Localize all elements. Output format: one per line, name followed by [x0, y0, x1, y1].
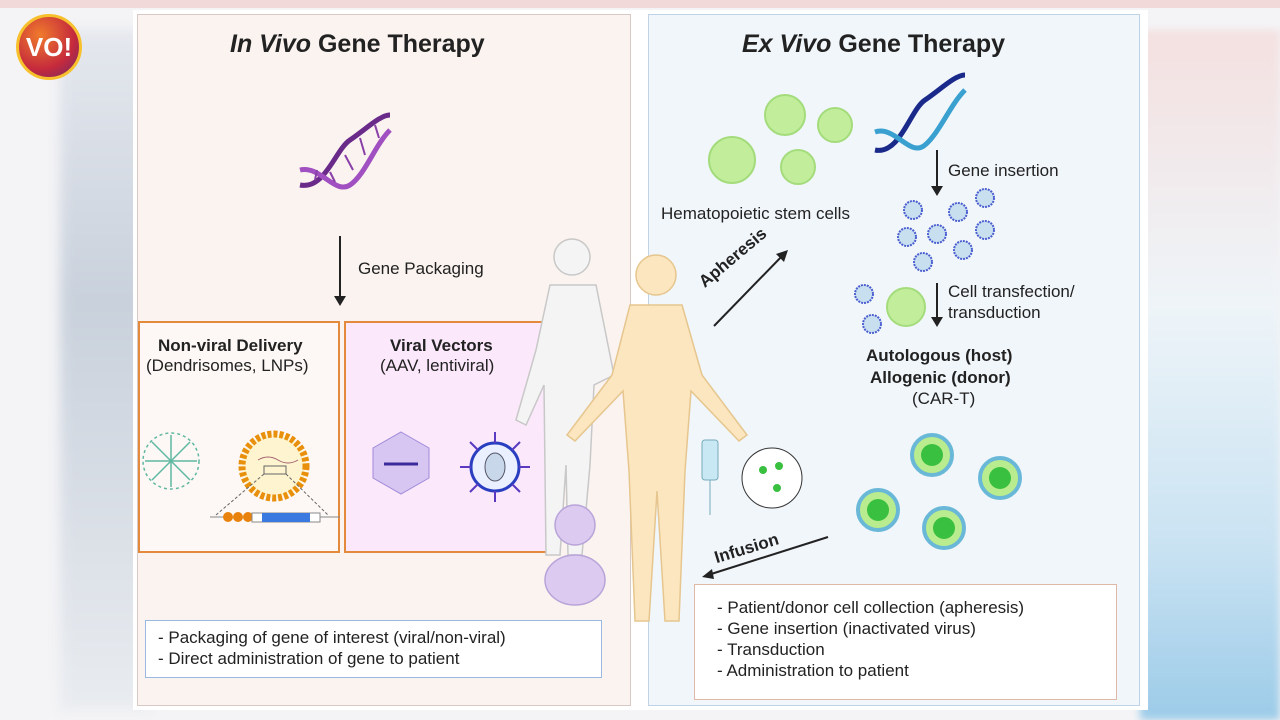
ex-vivo-notes: - Patient/donor cell collection (apheres… [694, 584, 1117, 700]
human-figures-illustration [515, 238, 749, 622]
autologous-label: Autologous (host) [866, 346, 1013, 365]
in-vivo-notes: - Packaging of gene of interest (viral/n… [145, 620, 602, 678]
gene-insertion-label: Gene insertion [948, 161, 1059, 180]
virus-cluster-icon [897, 188, 995, 272]
dendrisome-icon [142, 432, 200, 490]
logo-text: VO! [25, 31, 73, 62]
title-italic: Ex Vivo [742, 30, 832, 58]
viral-vectors-box [344, 321, 548, 553]
cart-label: (CAR-T) [912, 389, 976, 408]
gene-insertion-arrow [931, 150, 943, 196]
viral-title: Viral Vectors [390, 336, 493, 355]
car-t-cells-icon [856, 433, 1022, 550]
stem-cells-icon [708, 94, 853, 185]
vo-logo: VO! [16, 14, 82, 80]
ex-vivo-title: Ex Vivo Gene Therapy [742, 30, 1005, 59]
lentivirus-icon [460, 432, 530, 502]
infusion-bag-icon [701, 439, 803, 515]
gene-packaging-label: Gene Packaging [358, 259, 484, 278]
transfection-label: Cell transfection/ [948, 282, 1075, 301]
note-line: - Administration to patient [717, 661, 909, 680]
allogenic-label: Allogenic (donor) [870, 368, 1011, 387]
in-vivo-title: In Vivo Gene Therapy [230, 30, 485, 59]
note-line: - Packaging of gene of interest (viral/n… [158, 628, 506, 647]
transduction-label: transduction [948, 303, 1041, 322]
lipid-nanoparticle-icon [215, 430, 329, 516]
packaging-arrow [334, 236, 346, 306]
title-rest: Gene Therapy [831, 30, 1006, 58]
stem-cells-label: Hematopoietic stem cells [661, 204, 850, 223]
note-line: - Transduction [717, 640, 825, 659]
note-line: - Patient/donor cell collection (apheres… [717, 598, 1025, 617]
transfection-cells-icon [854, 284, 926, 334]
infusion-arrow [702, 536, 829, 579]
title-italic: In Vivo [230, 30, 312, 58]
nonviral-title: Non-viral Delivery [158, 336, 303, 355]
transfection-arrow [931, 283, 943, 327]
apheresis-arrow [713, 250, 788, 327]
nonviral-subtitle: (Dendrisomes, LNPs) [146, 356, 309, 375]
dna-icon [299, 112, 392, 190]
top-band [0, 0, 1280, 8]
title-rest: Gene Therapy [311, 30, 485, 58]
note-line: - Direct administration of gene to patie… [158, 649, 460, 668]
background-blur-right [1140, 30, 1280, 720]
viral-subtitle: (AAV, lentiviral) [380, 356, 495, 375]
mrna-construct-icon [210, 512, 340, 523]
aav-icon [372, 431, 430, 495]
note-line: - Gene insertion (inactivated virus) [717, 619, 976, 638]
dna-icon [874, 72, 967, 153]
